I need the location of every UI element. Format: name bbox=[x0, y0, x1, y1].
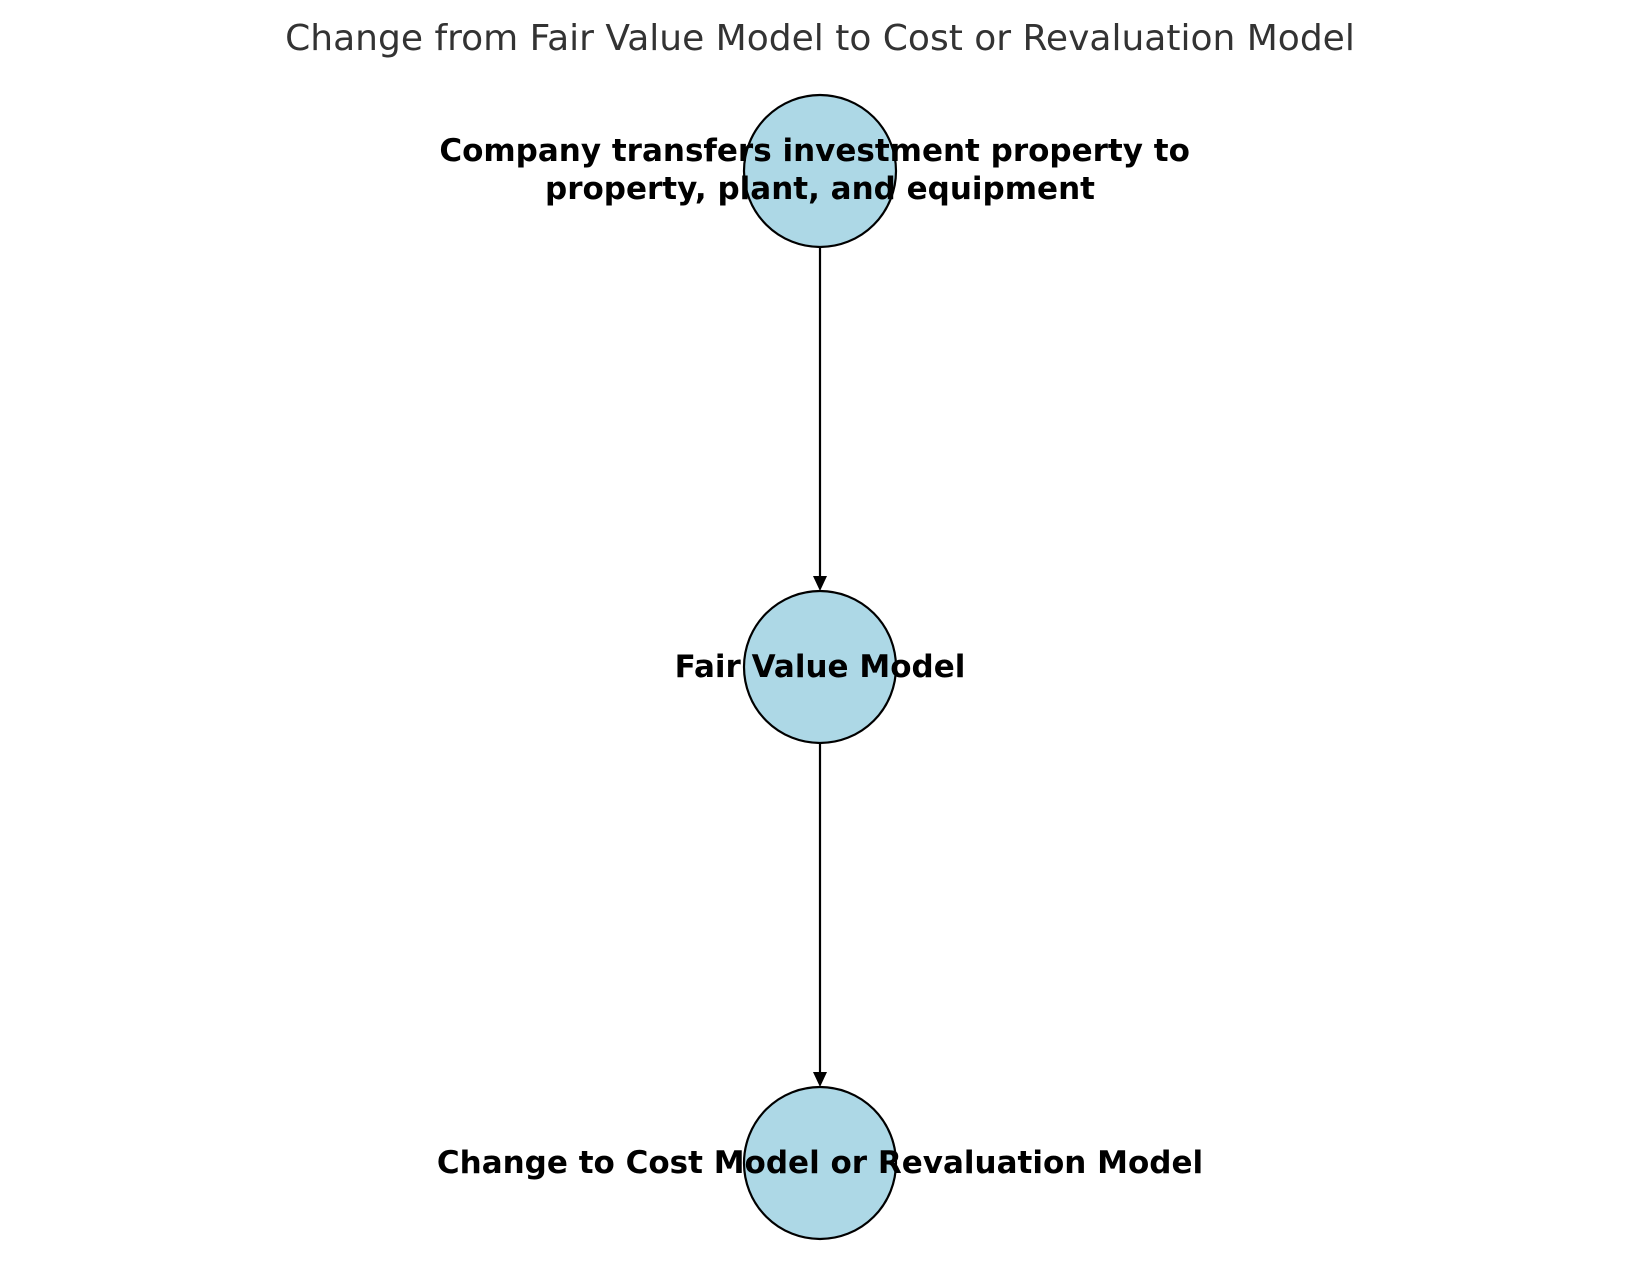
node-circle bbox=[742, 93, 898, 249]
node-transfer-label-line-2: property, plant, and equipment bbox=[545, 171, 1095, 207]
node-change: Change to Cost Model or Revaluation Mode… bbox=[437, 1085, 1203, 1241]
node-transfer-label-line-1: Company transfers investment property to bbox=[439, 133, 1190, 169]
arrowhead bbox=[813, 576, 827, 591]
node-transfer-label: Company transfers investment property to… bbox=[439, 133, 1200, 207]
node-change-label: Change to Cost Model or Revaluation Mode… bbox=[437, 1145, 1203, 1181]
node-fair-value-label: Fair Value Model bbox=[675, 649, 966, 685]
diagram-title: Change from Fair Value Model to Cost or … bbox=[285, 18, 1355, 59]
node-transfer: Company transfers investment property to… bbox=[439, 93, 1200, 249]
node-fair-value: Fair Value Model bbox=[675, 589, 966, 745]
node-circle bbox=[742, 1085, 898, 1241]
arrowhead bbox=[813, 1072, 827, 1087]
node-circle bbox=[742, 589, 898, 745]
edge-fair-value-to-change bbox=[813, 743, 827, 1087]
edge-transfer-to-fair-value bbox=[813, 247, 827, 591]
